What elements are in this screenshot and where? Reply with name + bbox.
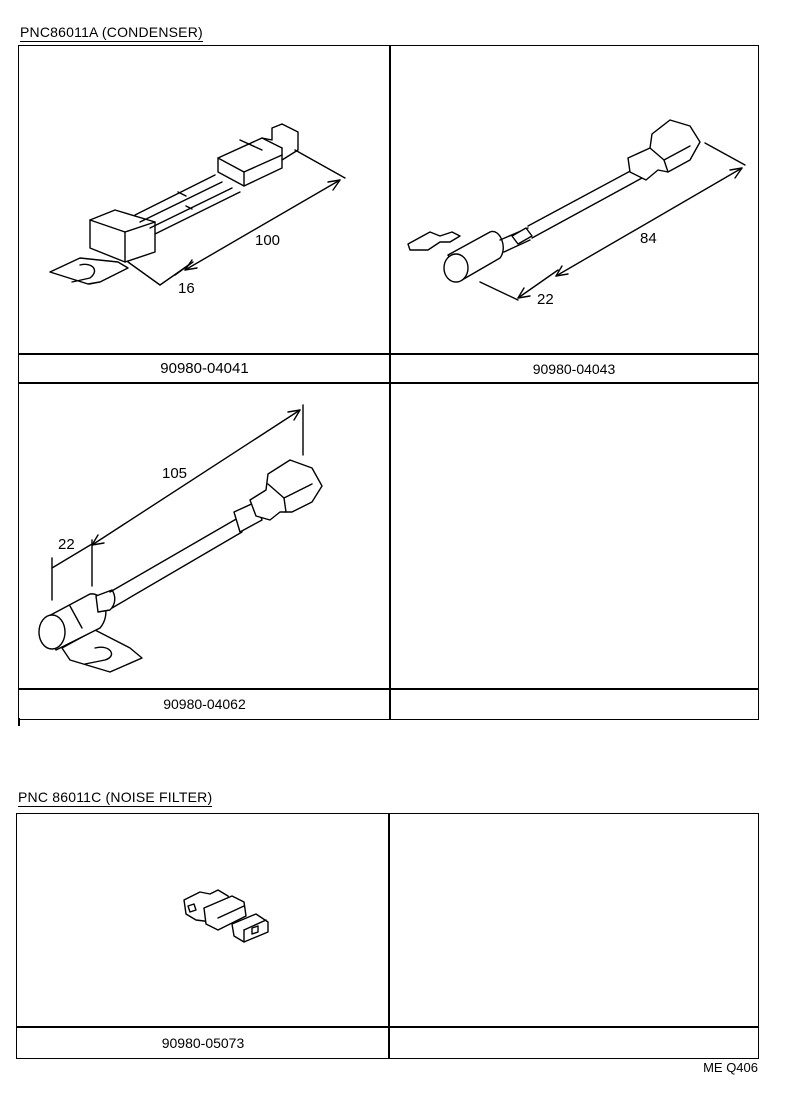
cell-6-image [388, 813, 759, 1028]
condenser-04043-drawing: 84 22 [407, 119, 746, 308]
dimension-label: 22 [58, 536, 75, 553]
condenser-body [89, 209, 156, 263]
document-code: ME Q406 [703, 1060, 758, 1075]
cell-4-image [389, 382, 759, 690]
part-number-label: 90980-04062 [163, 696, 246, 712]
part-number-label: 90980-04041 [160, 360, 249, 377]
condenser-04041-drawing: 100 16 [49, 123, 346, 297]
dimension-label: 84 [640, 230, 657, 247]
mounting-bracket [407, 231, 461, 251]
cell-2-partnum [389, 353, 759, 384]
cell-5-partnum [16, 1026, 390, 1059]
cell-3-image [18, 382, 391, 690]
connector [627, 119, 701, 181]
cell-1-image [18, 45, 391, 355]
dimension-label: 100 [255, 232, 280, 249]
section2-heading: PNC 86011C (NOISE FILTER) [18, 789, 213, 807]
part-number-label: 90980-04043 [532, 361, 616, 377]
cell-2-image [389, 45, 759, 355]
connector [249, 459, 323, 521]
cell-3-partnum [18, 688, 391, 720]
cell-5-image [16, 813, 390, 1028]
dimension-label: 22 [537, 291, 554, 308]
cell-1-partnum [18, 353, 391, 384]
cell-4-partnum [389, 688, 759, 720]
connector [217, 123, 299, 187]
mounting-bracket [49, 257, 129, 285]
cell-6-partnum [388, 1026, 759, 1059]
grid-tick [18, 718, 20, 726]
dimension-label: 16 [178, 280, 195, 297]
part-number-label: 90980-05073 [161, 1035, 245, 1051]
section1-heading: PNC86011A (CONDENSER) [20, 24, 203, 42]
condenser-04062-drawing: 105 22 [38, 404, 323, 673]
dimension-label: 105 [162, 465, 187, 482]
